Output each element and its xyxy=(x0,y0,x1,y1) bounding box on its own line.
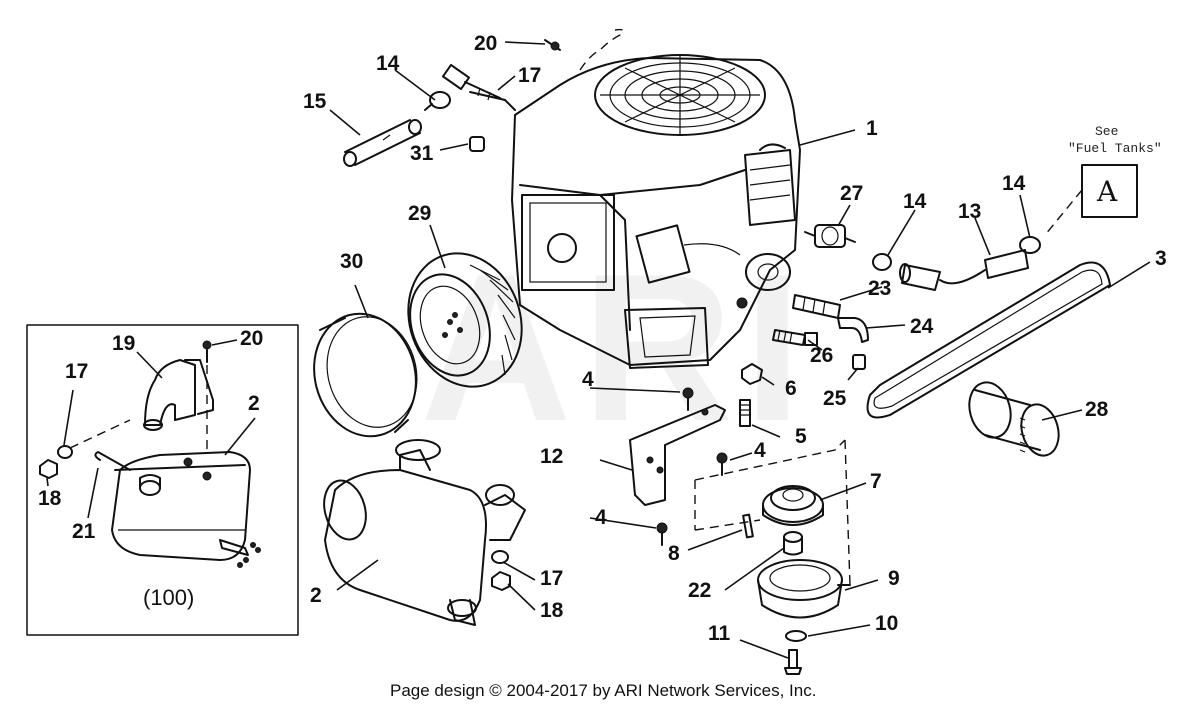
callout-numbers: 1 3 4 4 4 5 6 7 8 9 10 11 12 13 14 14 14… xyxy=(38,32,1167,645)
leader-lines xyxy=(46,41,1151,659)
callout[interactable]: 14 xyxy=(376,52,400,75)
callout[interactable]: 4 xyxy=(754,439,766,462)
clamp-14[interactable] xyxy=(1019,236,1041,254)
inset-100: (100) xyxy=(26,324,299,636)
plug-31[interactable] xyxy=(469,136,485,152)
callout[interactable]: 9 xyxy=(888,567,900,590)
callout[interactable]: 5 xyxy=(795,425,807,448)
callout[interactable]: 17 xyxy=(540,567,563,590)
see-note-line2: "Fuel Tanks" xyxy=(1068,141,1162,156)
callout[interactable]: 14 xyxy=(903,190,927,213)
nut-6[interactable] xyxy=(741,363,763,385)
callout[interactable]: 24 xyxy=(910,315,934,338)
callout[interactable]: 8 xyxy=(668,542,680,565)
callout[interactable]: 22 xyxy=(688,579,711,602)
engine-part[interactable] xyxy=(511,54,801,369)
plug-25[interactable] xyxy=(852,354,866,370)
callout[interactable]: 31 xyxy=(410,142,434,165)
reference-letter: A xyxy=(1096,175,1118,208)
callout[interactable]: 20 xyxy=(474,32,497,55)
clamp-14[interactable] xyxy=(872,253,892,271)
callout[interactable]: 21 xyxy=(72,520,96,543)
inset-label: (100) xyxy=(143,585,194,610)
screw-4[interactable] xyxy=(716,452,728,476)
callout[interactable]: 18 xyxy=(540,599,564,622)
bracket-12[interactable] xyxy=(629,404,726,506)
callout[interactable]: 26 xyxy=(810,344,833,367)
callout[interactable]: 12 xyxy=(540,445,563,468)
callout[interactable]: 14 xyxy=(1002,172,1026,195)
valve-26[interactable] xyxy=(772,329,818,346)
air-filter-29[interactable] xyxy=(390,237,540,402)
callout[interactable]: 17 xyxy=(65,360,88,383)
callout[interactable]: 3 xyxy=(1155,247,1167,270)
callout[interactable]: 13 xyxy=(958,200,981,223)
belt-3[interactable] xyxy=(866,261,1111,419)
pulley-7[interactable] xyxy=(762,485,824,526)
callout[interactable]: 29 xyxy=(408,202,431,225)
callout[interactable]: 4 xyxy=(595,506,607,529)
washer-10[interactable] xyxy=(785,630,807,642)
muffler-2[interactable] xyxy=(318,439,526,626)
screw-4[interactable] xyxy=(656,522,668,546)
bolt-5[interactable] xyxy=(739,399,751,427)
callout[interactable]: 17 xyxy=(518,64,541,87)
pre-cleaner-30[interactable] xyxy=(301,302,430,448)
callout[interactable]: 15 xyxy=(303,90,327,113)
hose-15[interactable] xyxy=(343,119,422,167)
key-8[interactable] xyxy=(742,513,754,539)
callout[interactable]: 1 xyxy=(866,117,878,140)
screw-20[interactable] xyxy=(544,39,561,51)
callout[interactable]: 2 xyxy=(310,584,322,607)
washer-17[interactable] xyxy=(491,550,509,564)
callout[interactable]: 18 xyxy=(38,487,62,510)
nut-18[interactable] xyxy=(491,571,511,591)
see-fuel-tanks-reference[interactable]: See "Fuel Tanks" A xyxy=(1044,124,1162,236)
callout[interactable]: 25 xyxy=(823,387,847,410)
callout[interactable]: 30 xyxy=(340,250,363,273)
callout[interactable]: 6 xyxy=(785,377,797,400)
clamp-14[interactable] xyxy=(424,91,451,111)
screw-4[interactable] xyxy=(682,387,694,411)
elbow-24[interactable] xyxy=(837,317,869,343)
oil-filter-28[interactable] xyxy=(963,378,1064,460)
callout[interactable]: 2 xyxy=(248,392,260,415)
copyright-footer: Page design © 2004-2017 by ARI Network S… xyxy=(390,681,816,700)
callout[interactable]: 4 xyxy=(582,368,594,391)
callout[interactable]: 28 xyxy=(1085,398,1109,421)
hose-13[interactable] xyxy=(899,249,1029,291)
fuel-pump-27[interactable] xyxy=(804,224,856,248)
bolt-11[interactable] xyxy=(784,649,802,675)
callout[interactable]: 23 xyxy=(868,277,891,300)
callout[interactable]: 10 xyxy=(875,612,898,635)
callout[interactable]: 11 xyxy=(708,622,731,645)
fitting-17[interactable] xyxy=(441,63,516,111)
watermark: ARI xyxy=(420,230,812,465)
callout[interactable]: 20 xyxy=(240,327,263,350)
clutch-9[interactable] xyxy=(757,559,851,619)
callout[interactable]: 7 xyxy=(870,470,882,493)
spacer-22[interactable] xyxy=(783,531,803,556)
callout[interactable]: 19 xyxy=(112,332,135,355)
callout[interactable]: 27 xyxy=(840,182,863,205)
see-note-line1: See xyxy=(1095,124,1118,139)
